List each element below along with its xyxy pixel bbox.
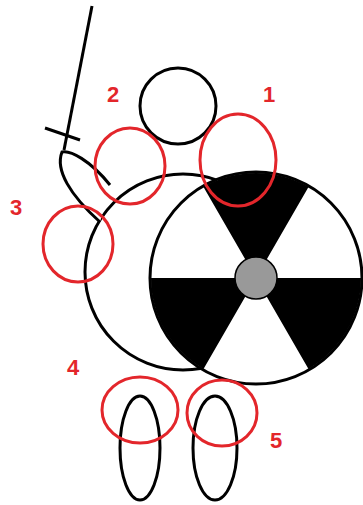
head: [140, 68, 216, 144]
callout-circles: [43, 114, 276, 446]
left-leg: [120, 396, 160, 500]
sword: [45, 6, 92, 150]
callout-number: 1: [263, 84, 275, 106]
callout-number: 3: [10, 197, 22, 219]
sword-arm: [60, 152, 110, 222]
right-leg: [193, 396, 237, 500]
callout-number: 2: [107, 84, 119, 106]
callout-number: 4: [67, 357, 79, 379]
callout-number: 5: [270, 430, 282, 452]
radiation-shield: [150, 172, 362, 384]
